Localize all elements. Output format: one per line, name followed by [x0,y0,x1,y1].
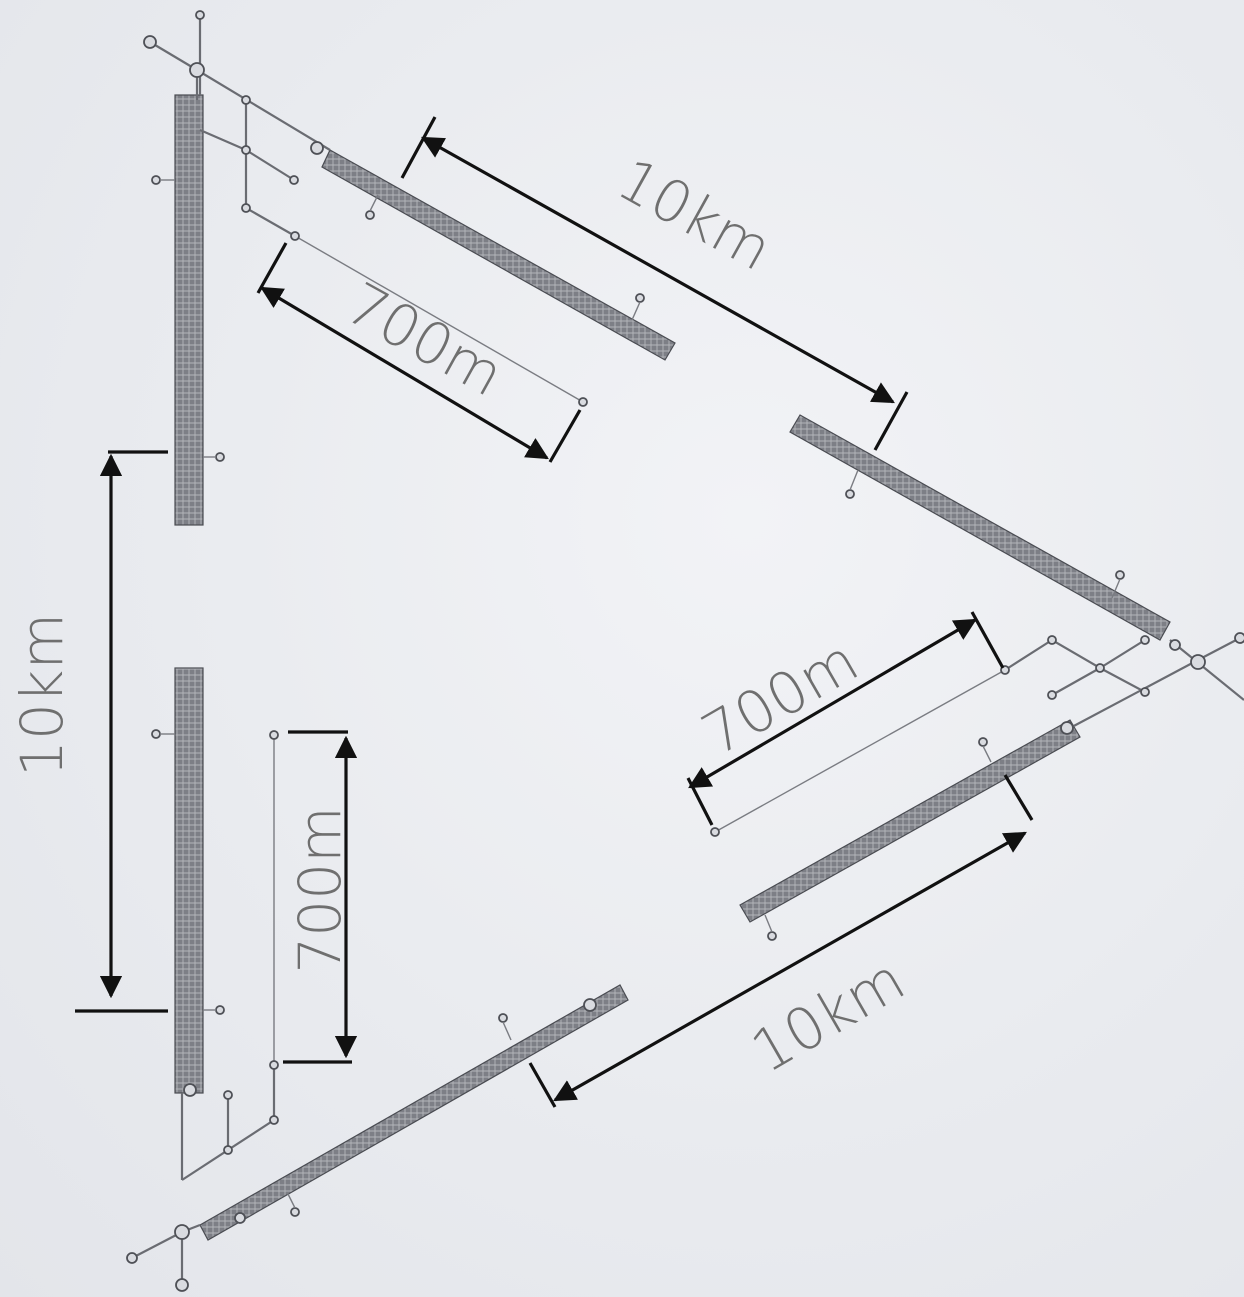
bottom-arm-700m-dimension [686,611,1005,826]
top-arm-700m-label: 700m [335,269,514,410]
left-arm-tube-lower [174,667,204,1094]
top-arm [196,69,1171,641]
left-arm-10km-label: 10km [8,613,76,777]
bottom-arm-tube-upper [739,719,1081,923]
bottom-arm-10km-label: 10km [740,945,916,1086]
top-arm-tube-lower [789,414,1171,641]
corner-station-bottom [126,1212,246,1292]
left-arm-700m-dimension [283,730,358,1064]
corner-station-right [1169,632,1244,701]
bottom-arm-10km-dimension [528,774,1034,1108]
corner-station-top [143,10,205,100]
top-arm-700m-dimension [256,242,582,463]
top-arm-10km-dimension [400,116,909,451]
left-arm-700m-label: 700m [286,806,354,973]
bottom-arm-tube-lower [199,984,629,1241]
left-arm [151,15,279,1181]
left-arm-tube-upper [174,94,204,526]
left-arm-10km-dimension [75,450,168,1013]
bottom-arm-700m-label: 700m [691,626,870,768]
top-arm-10km-label: 10km [607,145,783,284]
